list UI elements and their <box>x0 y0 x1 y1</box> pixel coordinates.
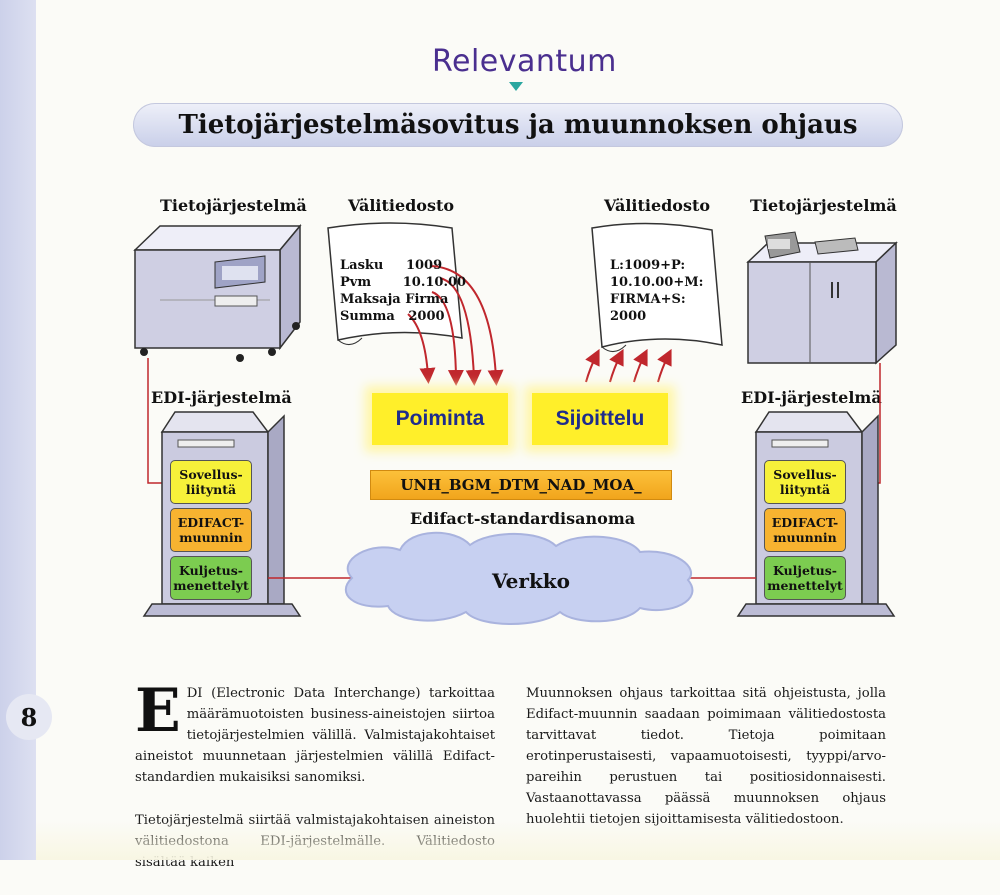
left-app-interface-box: Sovellus- liityntä <box>170 460 252 504</box>
left-computer-icon <box>133 223 302 362</box>
left-file-line: Summa 2000 <box>340 309 445 324</box>
placement-box: Sijoittelu <box>532 393 668 445</box>
bottom-fade <box>36 820 1000 860</box>
left-edifact-converter-box: EDIFACT- muunnin <box>170 508 252 552</box>
right-computer-icon <box>746 231 898 365</box>
right-system-label: Tietojärjestelmä <box>750 196 897 215</box>
network-label: Verkko <box>492 569 570 593</box>
right-transport-box: Kuljetus- menettelyt <box>764 556 846 600</box>
body-paragraph: Muunnoksen ohjaus tarkoittaa sitä ohjeis… <box>526 686 886 827</box>
page-title: Tietojärjestelmäsovitus ja muunnoksen oh… <box>178 110 858 140</box>
drop-cap: E <box>135 676 181 746</box>
network-cloud-icon <box>345 531 694 625</box>
edifact-message-bar: UNH_BGM_DTM_NAD_MOA_ <box>370 470 672 500</box>
body-right-column: Muunnoksen ohjaus tarkoittaa sitä ohjeis… <box>526 683 886 852</box>
right-edifact-converter-box: EDIFACT- muunnin <box>764 508 846 552</box>
left-transport-box: Kuljetus- menettelyt <box>170 556 252 600</box>
left-file-line: Maksaja Firma <box>340 292 449 307</box>
left-file-line: Lasku 1009 <box>340 258 443 273</box>
right-edi-label: EDI-järjestelmä <box>741 388 882 407</box>
page-title-bar: Tietojärjestelmäsovitus ja muunnoksen oh… <box>133 103 903 147</box>
edifact-message-caption: Edifact-standardisanoma <box>410 509 636 528</box>
right-file-label: Välitiedosto <box>604 196 711 215</box>
left-system-label: Tietojärjestelmä <box>160 196 307 215</box>
relevantum-logo: Relevantum <box>432 44 617 79</box>
left-intermediate-file-icon <box>327 222 463 345</box>
right-file-line: FIRMA+S: <box>610 292 686 307</box>
extraction-box: Poiminta <box>372 393 508 445</box>
right-file-line: 2000 <box>610 309 647 324</box>
left-file-label: Välitiedosto <box>348 196 455 215</box>
logo-triangle-icon <box>509 82 523 91</box>
right-file-line: L:1009+P: <box>610 258 686 273</box>
right-app-interface-box: Sovellus- liityntä <box>764 460 846 504</box>
right-file-line: 10.10.00+M: <box>610 275 704 290</box>
page-number: 8 <box>6 694 52 740</box>
left-edi-label: EDI-järjestelmä <box>151 388 292 407</box>
left-file-line: Pvm 10.10.00 <box>340 275 467 290</box>
paragraph-text: DI (Electronic Data Interchange) tarkoit… <box>135 686 495 785</box>
